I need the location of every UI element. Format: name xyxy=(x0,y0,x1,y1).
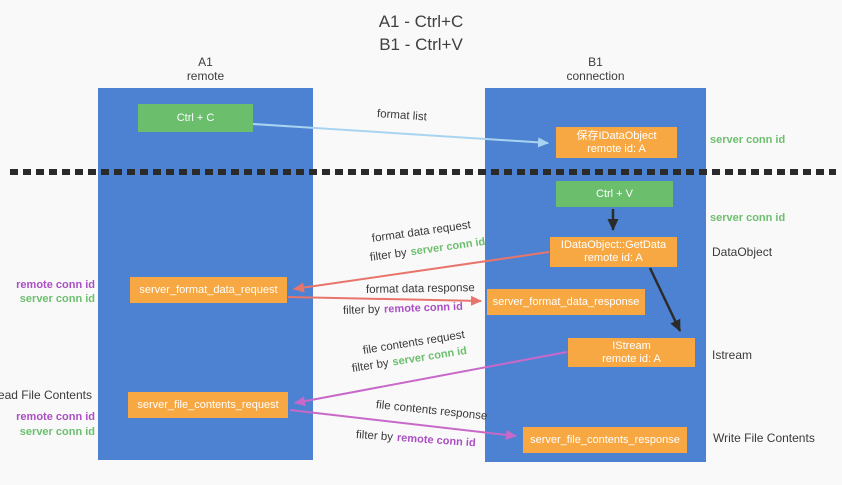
server-format-data-response-label: server_format_data_response xyxy=(492,295,640,308)
annotation-server-conn-id-top: server conn id xyxy=(710,134,786,146)
server-format-data-request-label: server_format_data_request xyxy=(139,283,278,296)
filter-prefix: filter by xyxy=(369,246,408,264)
diagram-title: A1 - Ctrl+C B1 - Ctrl+V xyxy=(0,10,842,56)
annotation-server-conn-id-2: server conn id xyxy=(19,426,95,438)
node-getdata: IDataObject::GetData remote id: A xyxy=(550,237,677,267)
annotation-write-file-contents: Write File Contents xyxy=(713,431,815,445)
filter-value-remote-conn-id: remote conn id xyxy=(383,300,464,316)
label-format-data-response: format data response xyxy=(365,282,475,296)
title-line-1: A1 - Ctrl+C xyxy=(378,12,464,31)
node-ctrl-v: Ctrl + V xyxy=(556,181,673,207)
getdata-line1: IDataObject::GetData xyxy=(560,239,667,251)
label-format-list: format list xyxy=(376,108,428,124)
annotation-read-file-contents: Read File Contents xyxy=(0,388,92,402)
annotation-dataobject: DataObject xyxy=(712,245,773,259)
filter-prefix: filter by xyxy=(342,303,381,317)
filter-value-server-conn-id: server conn id xyxy=(409,235,486,259)
annotation-server-conn-id-1: server conn id xyxy=(19,293,95,305)
lane-header-a1: A1 remote xyxy=(98,55,313,83)
lane-a1-role: remote xyxy=(186,69,225,83)
server-file-contents-request-label: server_file_contents_request xyxy=(137,398,279,411)
server-file-contents-response-label: server_file_contents_response xyxy=(530,433,680,446)
annotation-server-conn-id-mid: server conn id xyxy=(710,212,786,224)
filter-prefix: filter by xyxy=(355,429,394,444)
label-file-contents-response: file contents response xyxy=(375,399,488,423)
node-istream: IStream remote id: A xyxy=(568,338,695,367)
lane-a1-name: A1 xyxy=(198,55,213,69)
title-line-2: B1 - Ctrl+V xyxy=(379,35,463,54)
annotation-istream: Istream xyxy=(712,348,753,362)
node-server-file-contents-response: server_file_contents_response xyxy=(523,427,687,453)
save-dataobject-line1: 保存IDataObject xyxy=(576,129,657,142)
node-server-format-data-request: server_format_data_request xyxy=(130,277,287,303)
lane-b1-role: connection xyxy=(566,69,625,83)
node-ctrl-c: Ctrl + C xyxy=(138,104,253,132)
lane-header-b1: B1 connection xyxy=(485,55,706,83)
istream-line1: IStream xyxy=(612,339,651,352)
getdata-line2: remote id: A xyxy=(584,252,643,264)
ctrl-v-label: Ctrl + V xyxy=(596,187,633,200)
lane-b1-name: B1 xyxy=(588,55,603,69)
annotation-remote-conn-id-2: remote conn id xyxy=(16,411,95,423)
istream-line2: remote id: A xyxy=(602,352,661,365)
ctrl-c-label: Ctrl + C xyxy=(176,111,215,124)
node-server-format-data-response: server_format_data_response xyxy=(487,289,645,315)
annotation-remote-conn-id-1: remote conn id xyxy=(16,279,95,291)
node-server-file-contents-request: server_file_contents_request xyxy=(128,392,288,418)
filter-value-remote-conn-id: remote conn id xyxy=(396,431,477,450)
dashed-divider xyxy=(10,169,836,175)
node-save-dataobject: 保存IDataObject remote id: A xyxy=(556,127,677,158)
save-dataobject-line2: remote id: A xyxy=(587,142,646,155)
filter-prefix: filter by xyxy=(351,357,390,375)
